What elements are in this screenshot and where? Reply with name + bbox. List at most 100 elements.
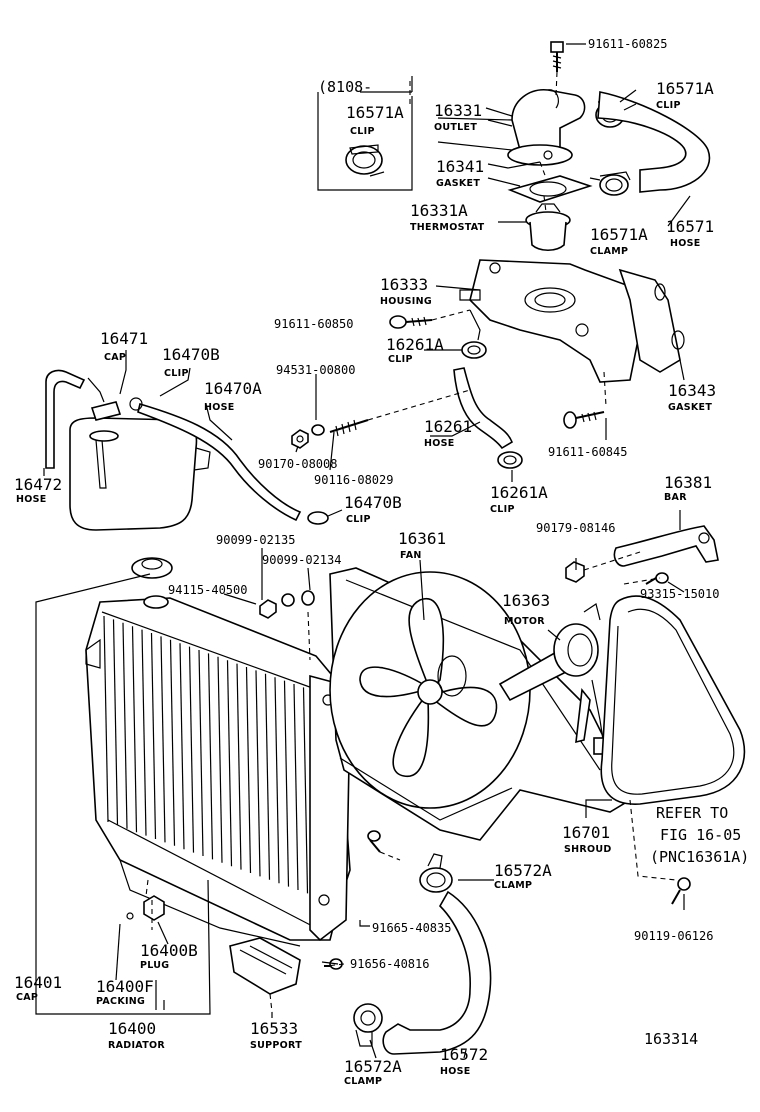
part-number: 94531-00800	[276, 363, 355, 377]
radiator-cap-icon	[131, 557, 173, 579]
part-name: CLIP	[346, 514, 371, 525]
part-number: 16533	[250, 1019, 298, 1038]
part-number: 93315-15010	[640, 587, 719, 601]
part-name: MOTOR	[504, 616, 545, 627]
fan-icon	[359, 597, 498, 778]
part-number: 16343	[668, 381, 716, 400]
part-name: SHROUD	[564, 844, 612, 855]
part-name: OUTLET	[434, 122, 477, 133]
part-name: HOSE	[204, 402, 235, 413]
part-number: 16261A	[386, 335, 444, 354]
support-bracket-icon	[229, 937, 301, 995]
part-name: CLIP	[388, 354, 413, 365]
part-number: 90099-02135	[216, 533, 295, 547]
part-number: 16571	[666, 217, 714, 236]
part-name: CLIP	[490, 504, 515, 515]
part-number: 16261A	[490, 483, 548, 502]
clip-icon	[497, 451, 523, 469]
lower-hose	[382, 890, 492, 1055]
upper-hose	[597, 91, 711, 193]
part-name: FAN	[400, 550, 422, 561]
radiator-fin	[255, 670, 261, 877]
part-number: 16341	[436, 157, 484, 176]
part-name: BAR	[664, 492, 687, 503]
radiator-fin	[198, 649, 204, 857]
part-name: SUPPORT	[250, 1040, 302, 1051]
part-name: PACKING	[96, 996, 145, 1007]
clamp-icon	[353, 1003, 383, 1047]
part-number: 16571A	[656, 79, 714, 98]
part-number: 16571A	[346, 103, 404, 122]
radiator-fin	[131, 626, 138, 833]
drain-plug-icon	[126, 895, 165, 921]
part-number: 16470B	[162, 345, 220, 364]
part-number: 91611-60825	[588, 37, 667, 51]
part-number: 91665-40835	[372, 921, 451, 935]
part-number: 91611-60850	[274, 317, 353, 331]
part-name: HOSE	[424, 438, 455, 449]
radiator-fin	[150, 632, 157, 840]
inset-box	[317, 76, 413, 191]
part-number: 90170-08008	[258, 457, 337, 471]
part-number: 16363	[502, 591, 550, 610]
label-layer: (8108- 91611-60825 16571A CLIP 16571A CL…	[14, 37, 749, 1087]
part-number: 16333	[380, 275, 428, 294]
clip-icon	[307, 511, 329, 525]
part-name: CLAMP	[494, 880, 532, 891]
refer-text: FIG 16-05	[660, 826, 741, 844]
clip-icon	[461, 341, 487, 359]
inset-clip-icon	[345, 144, 385, 177]
overflow-hose	[45, 369, 86, 469]
part-name: CAP	[16, 992, 38, 1003]
washer-icon	[281, 593, 295, 607]
radiator-fin	[245, 666, 252, 874]
radiator-fin	[236, 663, 242, 870]
part-name: HOSE	[670, 238, 701, 249]
part-number: 16400	[108, 1019, 156, 1038]
part-number: 90116-08029	[314, 473, 393, 487]
bolt-icon	[367, 830, 381, 853]
bolt-icon	[389, 315, 433, 329]
part-name: GASKET	[436, 178, 480, 189]
reservoir-hose	[137, 402, 302, 522]
stud-icon	[291, 419, 369, 449]
radiator-fin	[293, 683, 299, 891]
nut-icon	[259, 599, 277, 619]
part-number: 16400B	[140, 941, 198, 960]
thermostat-icon	[525, 203, 571, 252]
part-number: 16572	[440, 1045, 488, 1064]
radiator-fin	[217, 656, 223, 863]
part-number: 90099-02134	[262, 553, 341, 567]
part-number: 91611-60845	[548, 445, 627, 459]
part-name: CLAMP	[590, 246, 628, 257]
radiator-fin	[103, 615, 109, 823]
part-number: 91656-40816	[350, 957, 429, 971]
part-number: 16472	[14, 475, 62, 494]
part-number: 16701	[562, 823, 610, 842]
washer-icon	[301, 590, 315, 606]
radiator-fin	[274, 677, 280, 884]
part-number: 16331A	[410, 201, 468, 220]
part-number: 16261	[424, 417, 472, 436]
bolt-icon	[563, 411, 605, 429]
part-name: GASKET	[668, 402, 712, 413]
bar-icon	[613, 525, 719, 567]
part-number: 16400F	[96, 977, 154, 996]
radiator-fin	[160, 636, 166, 843]
part-name: CLIP	[656, 100, 681, 111]
refer-text: REFER TO	[656, 804, 728, 822]
radiator-fin	[112, 619, 119, 826]
radiator-fin	[179, 643, 185, 850]
radiator-fin	[264, 673, 271, 880]
housing-icon	[459, 259, 661, 383]
part-name: CLAMP	[344, 1076, 382, 1087]
radiator-fin	[226, 660, 233, 867]
part-name: HOSE	[440, 1066, 471, 1077]
part-number: 94115-40500	[168, 583, 247, 597]
radiator-fin	[141, 629, 147, 836]
reservoir-tank-icon	[69, 377, 211, 531]
part-number: 16471	[100, 329, 148, 348]
part-name: PLUG	[140, 960, 169, 971]
